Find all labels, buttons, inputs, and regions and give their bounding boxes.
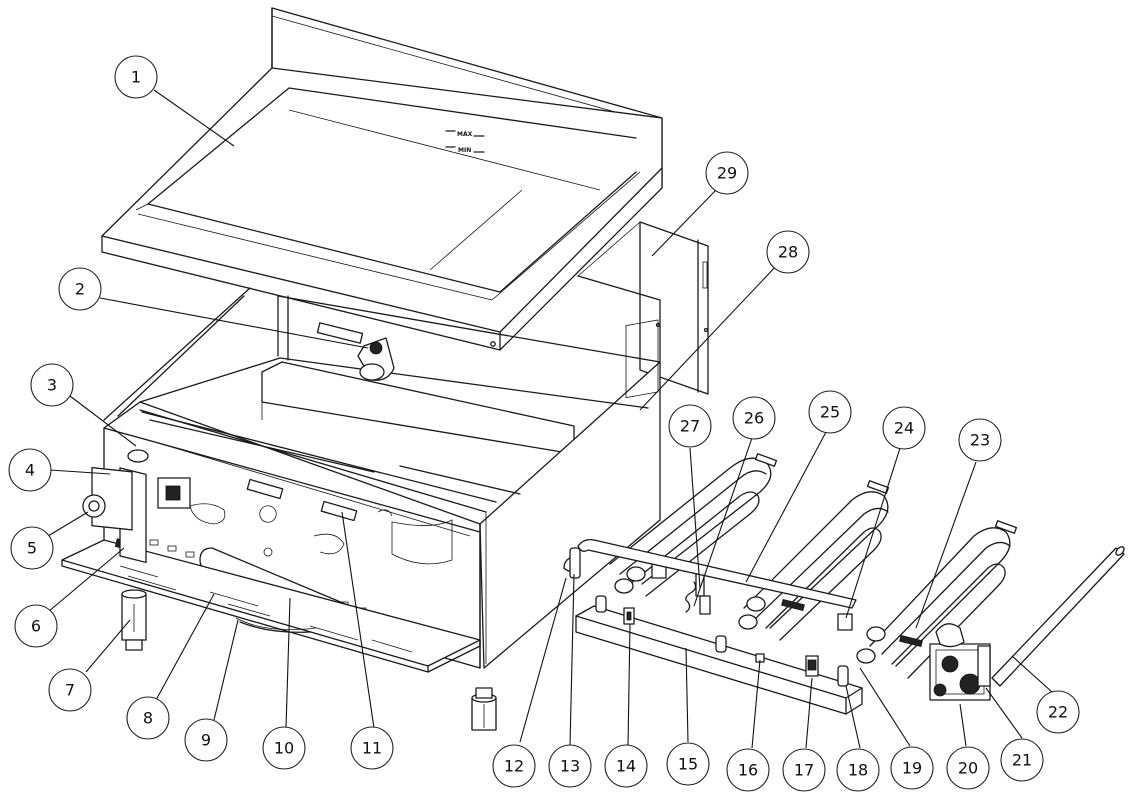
callout-1: 1 [114,55,158,99]
callout-14: 14 [604,744,648,788]
svg-text:8: 8 [143,709,153,728]
cabinet-body [61,287,661,731]
min-mark-label: MIN [458,147,471,154]
callout-12: 12 [492,744,536,788]
svg-text:24: 24 [894,419,914,438]
svg-text:1: 1 [131,68,141,87]
svg-text:3: 3 [47,376,57,395]
svg-text:18: 18 [848,761,868,780]
callout-26: 26 [732,396,776,440]
svg-text:17: 17 [794,761,814,780]
control-box-parts [82,449,191,564]
svg-text:12: 12 [504,757,524,776]
back-panel-part [577,221,709,395]
callout-22: 22 [1036,690,1080,734]
callout-8: 8 [126,696,170,740]
svg-text:14: 14 [616,757,636,776]
callout-17: 17 [782,748,826,792]
svg-text:7: 7 [65,681,75,700]
svg-text:22: 22 [1048,703,1068,722]
callout-25: 25 [808,390,852,434]
callout-7: 7 [48,668,92,712]
svg-text:4: 4 [25,461,35,480]
leg-right [471,687,497,731]
callout-2: 2 [58,267,102,311]
svg-text:20: 20 [958,759,978,778]
svg-text:28: 28 [778,243,798,262]
svg-text:15: 15 [678,755,698,774]
svg-text:16: 16 [738,761,758,780]
leader-lines [47,89,1053,749]
svg-text:23: 23 [970,431,990,450]
callouts: 1 2 3 4 5 6 7 8 9 10 11 12 13 14 15 16 1… [8,55,1080,792]
callout-27: 27 [668,404,712,448]
svg-text:5: 5 [27,539,37,558]
callout-18: 18 [836,748,880,792]
drain-valve-part [316,322,395,381]
callout-13: 13 [548,744,592,788]
callout-24: 24 [882,406,926,450]
callout-5: 5 [10,526,54,570]
callout-23: 23 [958,418,1002,462]
callout-16: 16 [726,748,770,792]
svg-text:26: 26 [744,409,764,428]
svg-text:21: 21 [1012,751,1032,770]
svg-text:25: 25 [820,403,840,422]
top-tray-part: MAX MIN [101,7,663,351]
callout-29: 29 [705,151,749,195]
max-mark-label: MAX [457,131,473,138]
callout-10: 10 [262,726,306,770]
svg-text:19: 19 [902,759,922,778]
callout-3: 3 [30,363,74,407]
svg-text:6: 6 [31,617,41,636]
callout-28: 28 [766,230,810,274]
callout-19: 19 [890,746,934,790]
callout-4: 4 [8,448,52,492]
callout-6: 6 [14,604,58,648]
callout-15: 15 [666,742,710,786]
callout-9: 9 [184,718,228,762]
leg-left [121,589,147,651]
svg-text:29: 29 [717,164,737,183]
callout-20: 20 [946,746,990,790]
svg-text:13: 13 [560,757,580,776]
svg-text:11: 11 [362,739,382,758]
gas-piping [563,538,1125,715]
svg-text:2: 2 [75,280,85,299]
callout-21: 21 [1000,738,1044,782]
svg-text:10: 10 [274,739,294,758]
svg-text:27: 27 [680,417,700,436]
svg-text:9: 9 [201,731,211,750]
callout-11: 11 [350,726,394,770]
